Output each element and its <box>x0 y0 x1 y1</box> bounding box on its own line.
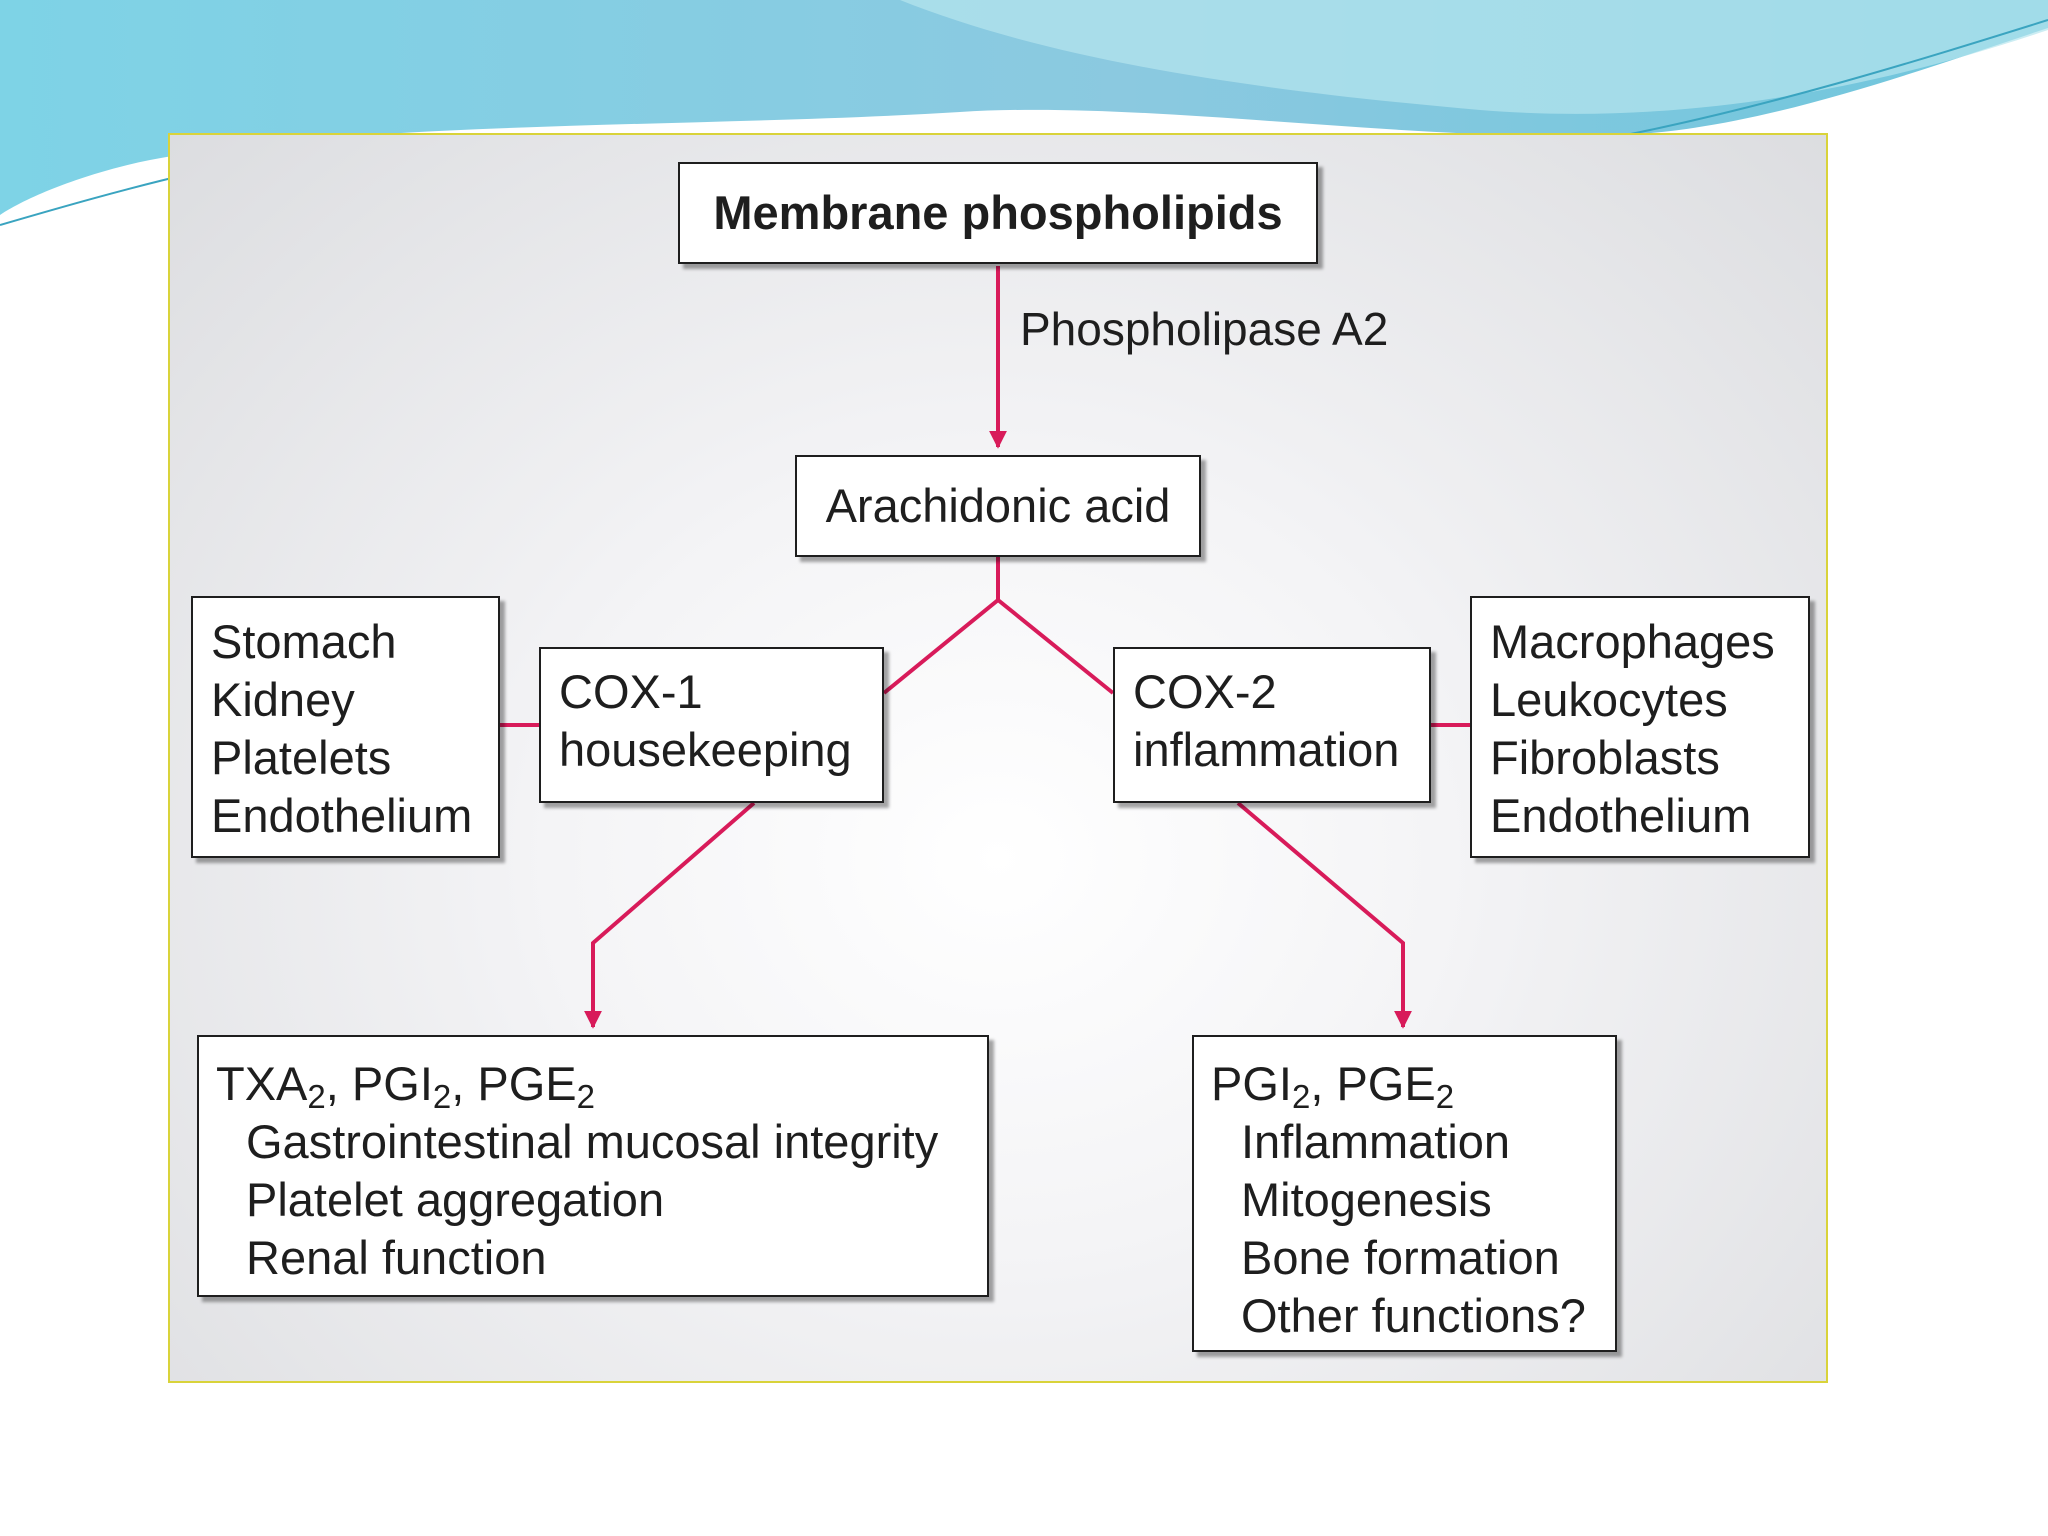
cox1-name: COX-1 <box>559 665 703 718</box>
wave-line <box>1599 19 2048 141</box>
cox2-box: COX-2 inflammation <box>1113 647 1431 803</box>
membrane-phospholipids-label: Membrane phospholipids <box>713 186 1283 239</box>
cox1-box: COX-1 housekeeping <box>539 647 884 803</box>
cox1-function-item: Platelet aggregation <box>246 1173 665 1226</box>
cox2-function-item: Other functions? <box>1241 1289 1586 1342</box>
cox2-function-item: Mitogenesis <box>1241 1173 1492 1226</box>
cox2-tissue-item: Endothelium <box>1490 789 1752 842</box>
cox1-products-heading: TXA2, PGI2, PGE2 <box>216 1057 595 1115</box>
cox2-function-item: Inflammation <box>1241 1115 1511 1168</box>
cox2-function-item: Bone formation <box>1241 1231 1560 1284</box>
cox2-tissue-item: Fibroblasts <box>1490 731 1720 784</box>
cox1-products-box: TXA2, PGI2, PGE2 Gastrointestinal mucosa… <box>197 1035 989 1297</box>
cox2-role: inflammation <box>1133 723 1400 776</box>
cox2-tissue-item: Macrophages <box>1490 615 1775 668</box>
arachidonic-acid-box: Arachidonic acid <box>795 455 1201 557</box>
cox2-name: COX-2 <box>1133 665 1277 718</box>
cox1-function-item: Renal function <box>246 1231 547 1284</box>
cox2-products-heading: PGI2, PGE2 <box>1211 1057 1455 1115</box>
membrane-phospholipids-box: Membrane phospholipids <box>678 162 1318 264</box>
cox2-tissues-box: Macrophages Leukocytes Fibroblasts Endot… <box>1470 596 1810 858</box>
cox1-function-item: Gastrointestinal mucosal integrity <box>246 1115 939 1168</box>
cox2-products-box: PGI2, PGE2 Inflammation Mitogenesis Bone… <box>1192 1035 1617 1352</box>
cox1-tissue-item: Endothelium <box>211 789 473 842</box>
cox1-tissue-item: Platelets <box>211 731 392 784</box>
cox1-tissue-item: Stomach <box>211 615 397 668</box>
arachidonic-acid-label: Arachidonic acid <box>825 479 1171 532</box>
cox1-tissue-item: Kidney <box>211 673 355 726</box>
wave-highlight <box>900 0 2048 114</box>
phospholipase-a2-label: Phospholipase A2 <box>1020 303 1389 355</box>
cox1-role: housekeeping <box>559 723 852 776</box>
cox1-tissues-box: Stomach Kidney Platelets Endothelium <box>191 596 500 858</box>
cox2-tissue-item: Leukocytes <box>1490 673 1728 726</box>
